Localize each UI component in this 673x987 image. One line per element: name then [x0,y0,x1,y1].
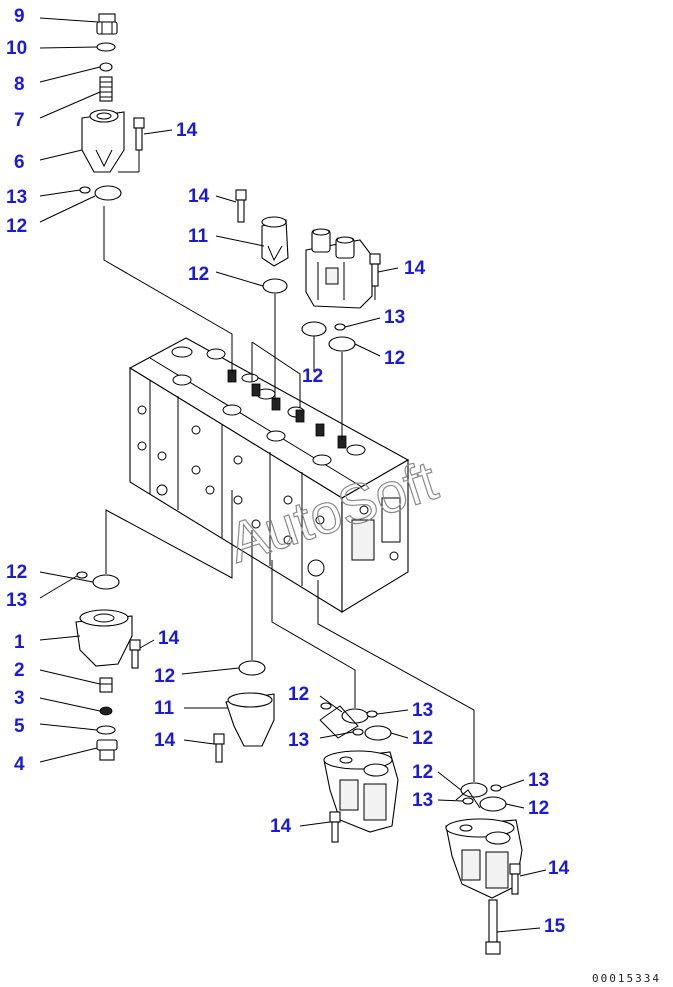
part-14-bolt-upper-right [369,253,381,300]
callout-13: 13 [6,187,27,208]
part-14-bolt-lc [329,811,341,843]
part-11-plug-top [261,216,289,267]
callout-12: 12 [188,264,209,285]
part-3-ring [99,706,113,716]
callout-11: 11 [154,698,175,719]
part-1-cover [75,609,133,667]
drawing-code: 00015334 [592,972,661,985]
callout-12: 12 [6,216,27,237]
leader-lines [39,17,547,933]
callout-13: 13 [412,790,433,811]
part-12-o-ring-lc1 [341,708,369,724]
part-4-plug [96,739,118,761]
callout-9: 9 [14,6,25,27]
callout-13: 13 [528,770,549,791]
part-12-o-ring-ll [92,574,120,590]
callout-14: 14 [404,258,426,279]
callout-12: 12 [412,762,433,783]
part-2-spring [99,677,113,693]
callout-10: 10 [6,38,27,59]
part-8-ring [99,62,113,72]
part-13-small-ring-top [79,186,91,194]
part-12-o-ring-top [94,185,122,201]
part-13-small-ring-lc3 [352,728,364,736]
callout-8: 8 [14,74,25,95]
callout-14: 14 [176,120,198,141]
part-11-cover-lower [225,692,275,747]
part-13-small-ring-lc1 [320,702,332,710]
callout-14: 14 [188,186,210,207]
lower-right-valve-assembly [445,818,523,899]
part-12-o-ring-lm [238,660,266,676]
part-13-small-ring-ll [76,571,88,579]
part-14-bolt-lm [213,733,225,763]
part-12-o-ring-ur1 [301,321,327,337]
part-12-o-ring-lc2 [364,725,392,741]
callout-14: 14 [548,858,570,879]
callout-15: 15 [544,916,566,937]
callout-12: 12 [288,684,309,705]
part-13-small-ring-lr1 [490,784,502,792]
part-12-o-ring-lr2 [479,796,507,812]
part-14-bolt-ll [129,639,141,669]
part-12-o-ring-lr1 [460,782,488,798]
callout-4: 4 [14,754,25,775]
callout-12: 12 [528,798,549,819]
callout-13: 13 [412,700,433,721]
callout-5: 5 [14,716,25,737]
part-7-spring [99,76,113,102]
part-9-plug [96,13,118,35]
callout-12: 12 [384,348,405,369]
part-14-bolt-top [118,117,145,173]
lower-center-valve-assembly [323,750,399,833]
part-13-small-ring-lc2 [366,710,378,718]
callout-6: 6 [14,152,25,173]
callout-13: 13 [288,730,309,751]
assembly-guide-lines [103,206,481,809]
callout-12: 12 [154,666,175,687]
callout-14: 14 [154,730,176,751]
part-12-o-ring-mid [262,278,288,294]
part-14-bolt-mid [235,189,247,223]
callout-12: 12 [6,562,27,583]
part-14-bolt-lr [509,863,521,895]
upper-right-valve-assembly [305,228,373,309]
callout-14: 14 [158,628,180,649]
callout-numbers: 9 10 8 7 6 14 13 12 14 11 12 14 13 12 12… [6,6,570,937]
part-5-o-ring [96,725,116,735]
part-6-cover [81,109,125,173]
callout-7: 7 [14,110,25,131]
callout-13: 13 [384,307,405,328]
callout-1: 1 [14,632,25,653]
callout-11: 11 [188,226,209,247]
part-12-o-ring-ur2 [328,336,356,352]
callout-12: 12 [302,366,323,387]
callout-3: 3 [14,688,25,709]
callout-13: 13 [6,590,27,611]
callout-14: 14 [270,816,292,837]
part-13-small-ring-lr2 [462,797,474,805]
part-13-small-ring-ur [334,323,346,331]
main-control-valve-body [128,337,410,613]
part-10-o-ring [96,42,116,52]
callout-2: 2 [14,660,25,681]
part-15-long-bolt [485,899,501,955]
callout-12: 12 [412,728,433,749]
